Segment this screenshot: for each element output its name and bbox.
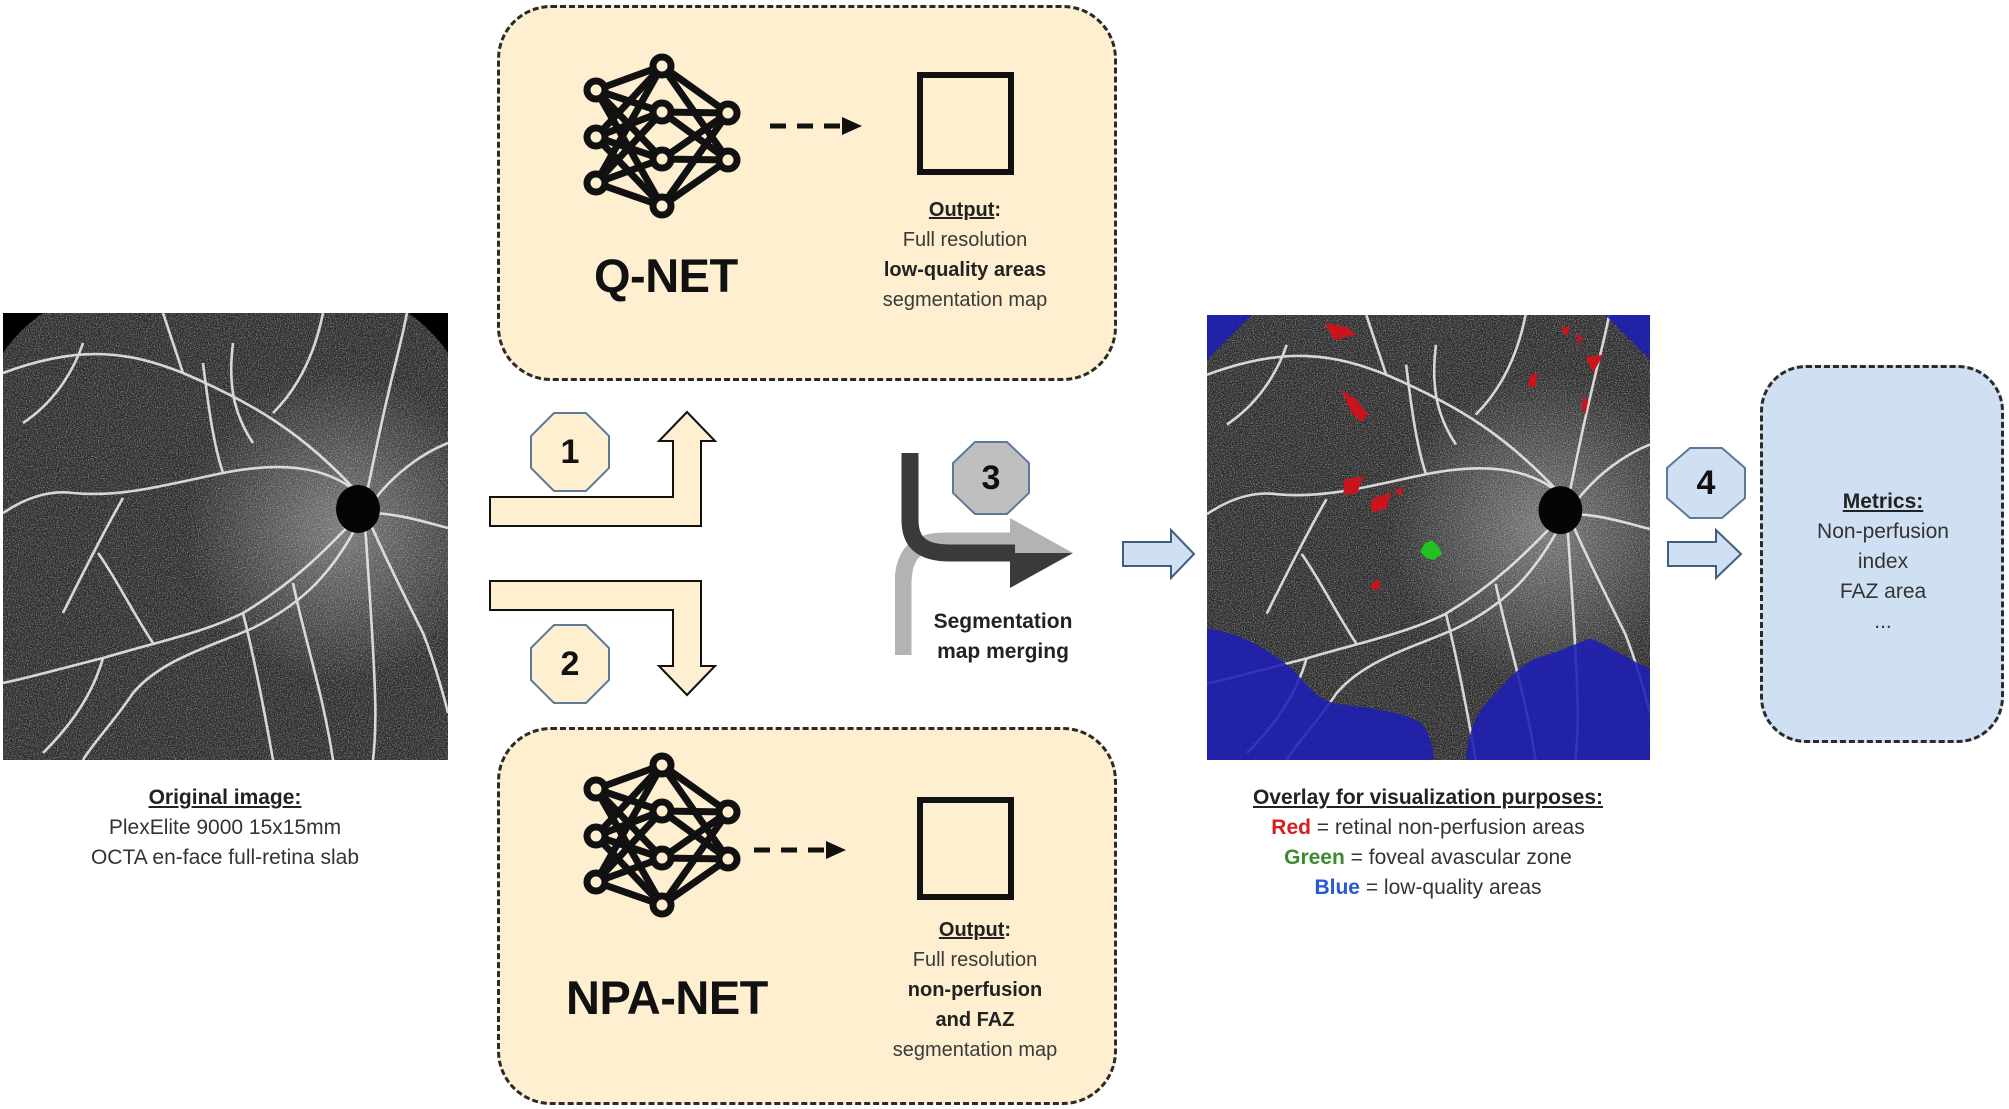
output-map-icon [917, 72, 1014, 175]
legend-item-blue: Blue = low-quality areas [1314, 876, 1542, 899]
merge-arrow-icon [895, 453, 1073, 655]
step-2-badge: 2 [529, 623, 611, 705]
merge-label: Segmentation map merging [933, 610, 1073, 663]
original-image-line: PlexElite 9000 15x15mm [108, 816, 342, 839]
metric-item: index [1857, 550, 1909, 573]
output-line: Full resolution [912, 949, 1038, 971]
neural-network-icon [583, 752, 741, 918]
overlay-title: Overlay for visualization purposes: [1252, 786, 1604, 809]
octagon-icon [952, 441, 1030, 515]
step-number: 4 [1696, 463, 1716, 502]
original-image-title: Original image: [148, 786, 302, 809]
metrics-list: Metrics: Non-perfusion index FAZ area ..… [1765, 487, 2001, 637]
non-perfusion-region [1324, 322, 1604, 590]
metrics-panel [1760, 365, 2004, 743]
dashed-arrow-icon [770, 117, 862, 135]
step-1-badge: 1 [529, 411, 611, 493]
output-map-icon [917, 797, 1014, 900]
octagon-icon [530, 624, 610, 704]
metric-item: FAZ area [1839, 580, 1927, 603]
output-title: Output [938, 919, 1005, 941]
faz-region [1420, 539, 1442, 560]
bent-arrow-up-icon [489, 410, 718, 527]
bent-arrow-down-icon [489, 580, 718, 697]
right-arrow-icon [1667, 528, 1743, 580]
step-number: 3 [981, 458, 1001, 497]
output-line: low-quality areas [883, 259, 1047, 281]
legend-item-red: Red = retinal non-perfusion areas [1271, 816, 1585, 839]
output-line: non-perfusion [907, 979, 1043, 1001]
metrics-title: Metrics: [1842, 490, 1924, 513]
step-4-badge: 4 [1665, 446, 1747, 520]
step-3-badge: 3 [951, 440, 1031, 516]
npanet-label: NPA-NET [566, 971, 768, 1024]
step-number: 1 [560, 432, 580, 471]
step-number: 2 [560, 644, 580, 683]
octagon-icon [1666, 447, 1746, 519]
output-line: and FAZ [935, 1009, 1015, 1031]
octagon-icon [530, 412, 610, 492]
output-line: segmentation map [882, 289, 1048, 311]
metric-item: Non-perfusion [1817, 520, 1949, 543]
original-image-caption: Original image: PlexElite 9000 15x15mm O… [0, 783, 450, 873]
dashed-arrow-icon [754, 841, 846, 859]
neural-network-icon [583, 53, 741, 219]
original-image-line: OCTA en-face full-retina slab [90, 846, 360, 869]
npanet-output-description: Output: Full resolution non-perfusion an… [850, 915, 1100, 1065]
metric-item: ... [1874, 610, 1892, 633]
output-title: Output [928, 199, 995, 221]
right-arrow-icon [1122, 528, 1196, 580]
legend-item-green: Green = foveal avascular zone [1284, 846, 1572, 869]
output-line: segmentation map [892, 1039, 1058, 1061]
output-line: Full resolution [902, 229, 1028, 251]
qnet-output-description: Output: Full resolution low-quality area… [840, 195, 1090, 315]
overlay-segmentation-image [1206, 315, 1651, 760]
overlay-caption: Overlay for visualization purposes: Red … [1200, 783, 1656, 903]
qnet-label: Q-NET [594, 249, 738, 302]
original-octa-image [3, 313, 448, 760]
